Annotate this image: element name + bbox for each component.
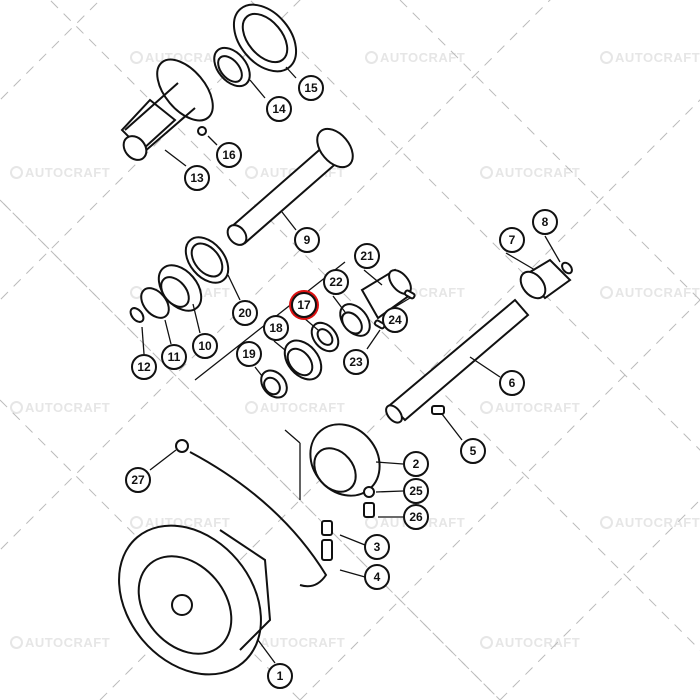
callout-part-26[interactable]: 26 xyxy=(403,504,429,530)
callout-part-1[interactable]: 1 xyxy=(267,663,293,689)
part-3-fitting xyxy=(321,520,333,536)
callout-part-7[interactable]: 7 xyxy=(499,227,525,253)
part-6-shaft xyxy=(385,298,530,424)
callout-part-27[interactable]: 27 xyxy=(125,467,151,493)
part-4-tube xyxy=(189,451,328,588)
part-25-washer xyxy=(363,486,375,498)
callout-part-14[interactable]: 14 xyxy=(266,96,292,122)
callout-part-11[interactable]: 11 xyxy=(161,344,187,370)
part-19-ring xyxy=(260,369,288,399)
callout-part-4[interactable]: 4 xyxy=(364,564,390,590)
part-18-seal xyxy=(283,339,323,381)
part-22-sleeve xyxy=(339,303,371,337)
callout-part-22[interactable]: 22 xyxy=(323,269,349,295)
callout-part-21[interactable]: 21 xyxy=(354,243,380,269)
leader-lines xyxy=(141,66,561,664)
part-7-bearing xyxy=(519,258,572,300)
part-26-bolt xyxy=(363,502,375,518)
callout-part-20[interactable]: 20 xyxy=(232,300,258,326)
callout-part-5[interactable]: 5 xyxy=(460,438,486,464)
callout-part-10[interactable]: 10 xyxy=(192,333,218,359)
callout-part-9[interactable]: 9 xyxy=(294,227,320,253)
callout-part-6[interactable]: 6 xyxy=(499,370,525,396)
part-20-ring xyxy=(184,236,230,284)
callout-part-24[interactable]: 24 xyxy=(382,307,408,333)
callout-part-17[interactable]: 17 xyxy=(291,292,317,318)
part-24-pin xyxy=(403,289,416,300)
callout-part-12[interactable]: 12 xyxy=(131,354,157,380)
part-2-housing xyxy=(309,423,381,497)
callout-part-15[interactable]: 15 xyxy=(298,75,324,101)
callout-part-19[interactable]: 19 xyxy=(236,341,262,367)
part-15-gasket xyxy=(232,3,298,73)
part-27-nut xyxy=(175,439,189,453)
part-16-washer xyxy=(197,126,207,136)
callout-part-3[interactable]: 3 xyxy=(364,534,390,560)
callout-part-18[interactable]: 18 xyxy=(263,315,289,341)
part-13-sleeve xyxy=(120,58,214,161)
part-12-ring xyxy=(129,307,145,323)
callout-part-13[interactable]: 13 xyxy=(184,165,210,191)
callout-part-16[interactable]: 16 xyxy=(216,142,242,168)
part-17-bearing xyxy=(310,321,340,353)
part-4-fitting xyxy=(321,539,333,561)
callout-part-2[interactable]: 2 xyxy=(403,451,429,477)
callout-part-23[interactable]: 23 xyxy=(343,349,369,375)
part-8-washer xyxy=(561,261,573,275)
part-14-seal xyxy=(213,46,251,88)
part-9-shaft xyxy=(226,127,354,246)
drawing xyxy=(118,3,573,676)
part-5-clip xyxy=(431,405,445,415)
callout-part-25[interactable]: 25 xyxy=(403,478,429,504)
part-11-snapring xyxy=(140,287,170,319)
part-10-bearing xyxy=(157,264,203,312)
part-1-clutch xyxy=(118,524,272,676)
callout-part-8[interactable]: 8 xyxy=(532,209,558,235)
